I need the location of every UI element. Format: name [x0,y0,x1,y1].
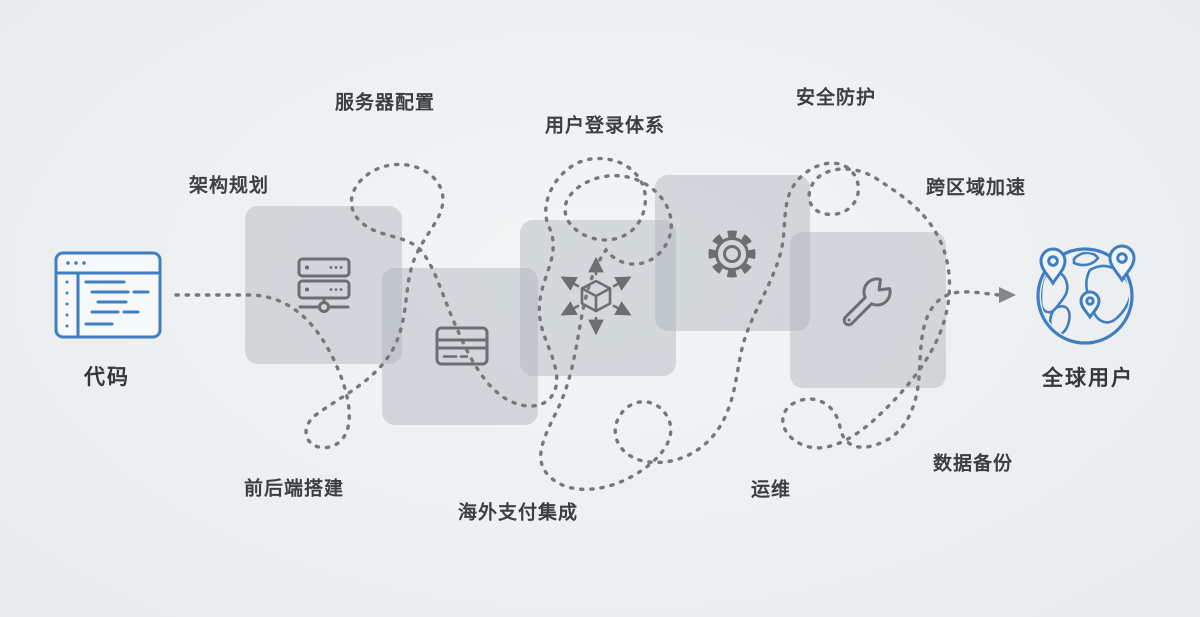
step-label-overseas-payment: 海外支付集成 [457,502,579,524]
code-window-icon [54,251,162,339]
step-label-login-system: 用户登录体系 [544,115,666,137]
globe-pins-icon [1036,244,1136,345]
step-label-cross-region: 跨区域加速 [925,177,1027,199]
step-card-wrench [790,232,946,388]
distribution-cube-icon [560,256,632,336]
journey-path [174,156,1001,492]
source-label: 代码 [84,366,130,389]
wrench-icon [842,277,892,327]
server-icon [297,257,351,313]
destination-label: 全球用户 [1042,367,1134,390]
credit-card-icon [435,326,489,366]
step-label-security: 安全防护 [795,87,877,109]
arrow-head-icon [999,287,1016,303]
step-card-server [245,206,402,364]
gear-icon [708,230,756,278]
step-card-gear [655,175,810,331]
step-cards [245,175,946,425]
step-label-operations: 运维 [750,479,792,501]
step-label-server-config: 服务器配置 [334,92,436,114]
step-card-distribution [520,220,676,376]
step-label-frontend-backend: 前后端搭建 [243,478,345,500]
step-label-data-backup: 数据备份 [932,453,1014,475]
step-label-architecture: 架构规划 [188,175,270,197]
